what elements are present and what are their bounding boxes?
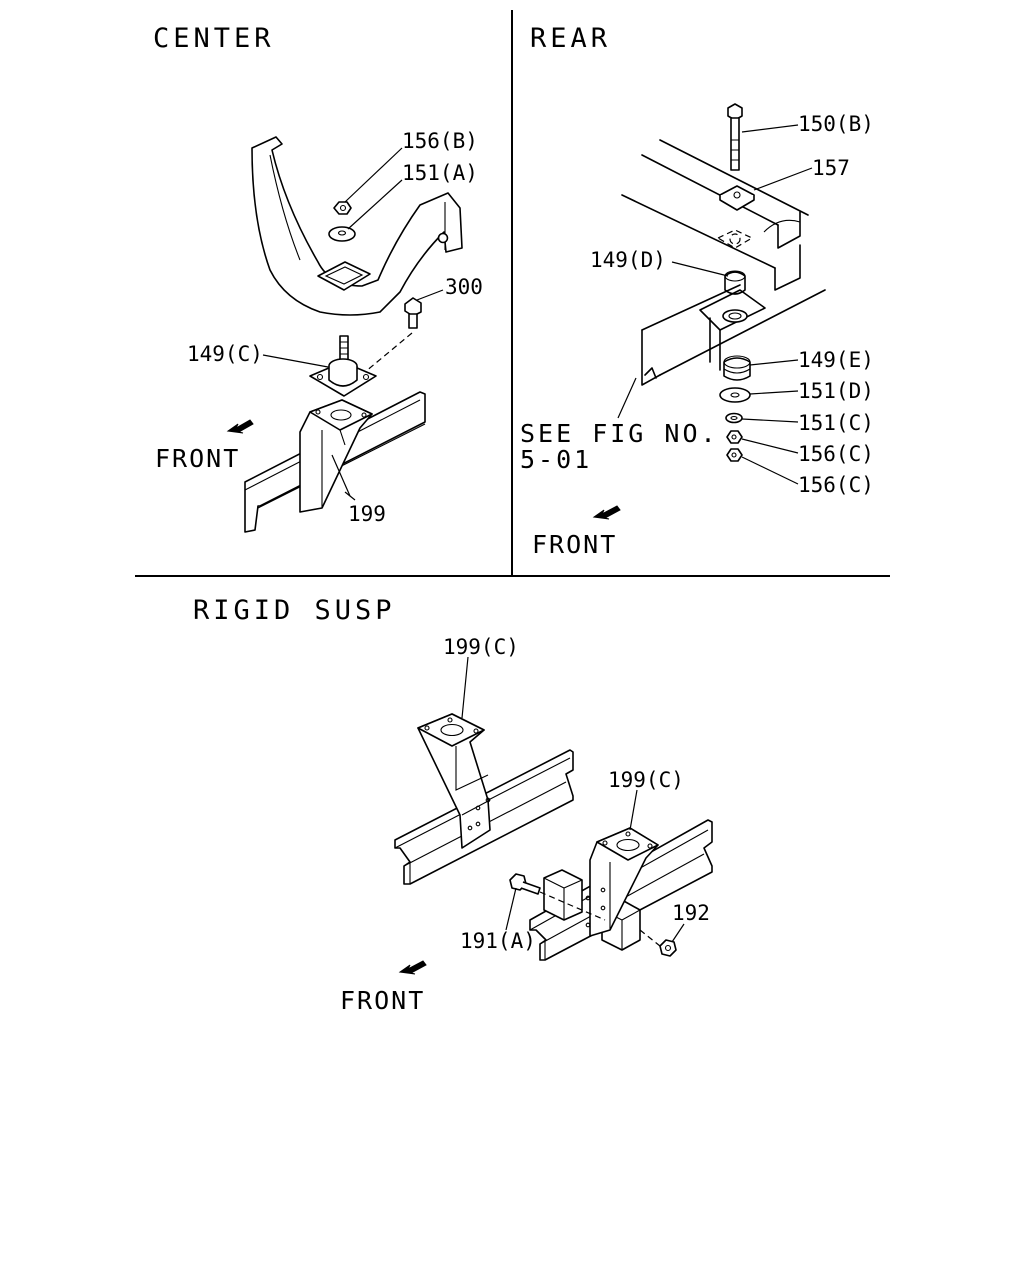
rubber-149e-icon [723, 357, 751, 381]
section-title-rear: REAR [530, 23, 611, 54]
rubber-149d-icon [724, 271, 746, 295]
rear-assembly [621, 103, 826, 462]
nut-156b-icon [333, 201, 352, 215]
callout-192: 192 [672, 901, 710, 925]
nut-156c-second-icon [726, 448, 743, 462]
center-assembly [244, 136, 463, 533]
front-arrow-rear-icon [592, 505, 621, 520]
rear-upper-frame [659, 139, 809, 216]
nut-156c-icon [726, 430, 743, 444]
front-label-center: FRONT [155, 444, 240, 473]
callout-151d: 151(D) [798, 379, 874, 403]
center-curved-bracket [251, 136, 463, 316]
front-arrow-icon [226, 419, 254, 434]
bolt-150b-icon [727, 103, 743, 121]
washer-151d-icon [719, 387, 751, 403]
center-mount-pad [317, 261, 371, 291]
callout-157: 157 [812, 156, 850, 180]
bolt-300-icon [404, 297, 422, 317]
callout-191a: 191(A) [460, 929, 536, 953]
rigid-susp-assembly [394, 713, 713, 961]
callout-199c-upper: 199(C) [443, 635, 519, 659]
front-arrow-rigid-icon [398, 960, 427, 975]
washer-151a-icon [328, 226, 356, 242]
center-bracket-hole [437, 232, 449, 244]
section-title-center: CENTER [153, 23, 275, 54]
front-label-rigid: FRONT [340, 986, 425, 1015]
rear-lower-frame [641, 284, 741, 331]
see-fig-reference-line2: 5-01 [520, 445, 592, 474]
callout-156c-second: 156(C) [798, 473, 874, 497]
callout-156c: 156(C) [798, 442, 874, 466]
callout-199c-lower: 199(C) [608, 768, 684, 792]
callout-149d: 149(D) [590, 248, 666, 272]
callout-151c: 151(C) [798, 411, 874, 435]
callout-150b: 150(B) [798, 112, 874, 136]
front-label-rear: FRONT [532, 530, 617, 559]
callout-300: 300 [445, 275, 483, 299]
nut-192-icon [659, 939, 677, 957]
callout-156b: 156(B) [402, 129, 478, 153]
rigid-box-insert [543, 869, 583, 921]
callout-151a: 151(A) [402, 161, 478, 185]
see-fig-reference-line1: SEE FIG NO. [520, 419, 719, 448]
section-title-rigid-susp: RIGID SUSP [193, 595, 396, 626]
callout-199: 199 [348, 502, 386, 526]
callout-149c: 149(C) [187, 342, 263, 366]
washer-151c-icon [725, 412, 743, 424]
callout-149e: 149(E) [798, 348, 874, 372]
